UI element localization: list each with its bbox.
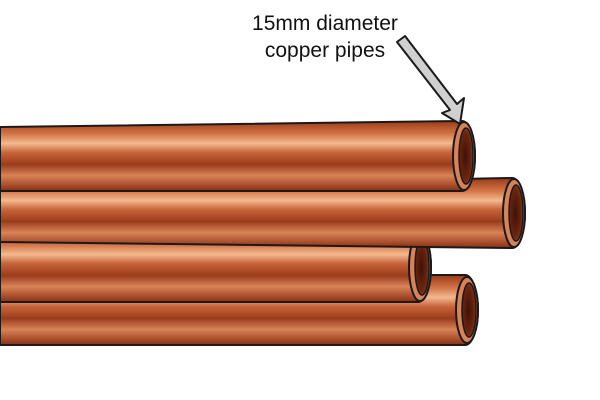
pointer-arrow (396, 35, 465, 125)
copper-pipe-1 (0, 119, 476, 192)
copper-pipe-2 (0, 176, 526, 250)
annotation-line-2: copper pipes (264, 39, 386, 62)
pipe-annotation-label: 15mm diameter copper pipes (200, 10, 450, 64)
annotation-line-1: 15mm diameter (252, 12, 398, 35)
